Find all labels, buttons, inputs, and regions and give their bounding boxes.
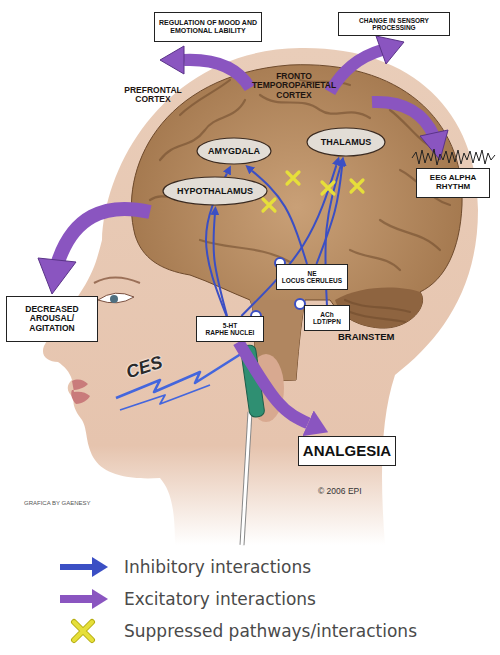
legend-row: Inhibitory interactions [58, 552, 311, 582]
electrode-wire [242, 412, 250, 545]
node-text: RAPHE NUCLEI [206, 329, 255, 336]
legend-text: Suppressed pathways/interactions [124, 621, 417, 641]
excitatory-arrowhead [38, 258, 76, 294]
node-text: LDT/PPN [313, 318, 341, 325]
excitatory-output-arrow [58, 209, 150, 262]
legend-row: Suppressed pathways/interactions [58, 616, 417, 646]
excitatory-output-arrow [330, 50, 382, 92]
eeg-wave [412, 149, 495, 165]
effect-box: REGULATION OF MOOD AND EMOTIONAL LABILIT… [154, 12, 262, 42]
arrow-sample [92, 589, 108, 609]
legend-sample [58, 586, 110, 612]
gyrus-line [350, 250, 400, 270]
effect-box: CHANGE IN SENSORY PROCESSING [338, 12, 450, 36]
eeg-box: EEG ALPHA RHYTHM [416, 168, 490, 198]
iris [110, 295, 118, 303]
suppression-sample [74, 622, 92, 640]
node-text: ANALGESIA [303, 443, 391, 460]
gyrus-line [180, 80, 230, 115]
node-text: HYPOTHALAMUS [177, 186, 253, 196]
node-text: NE [307, 270, 316, 277]
cerebellum-fold [345, 300, 410, 312]
node-text: CHANGE IN SENSORY PROCESSING [342, 17, 446, 32]
legend-row: Excitatory interactions [58, 584, 316, 614]
arrow-sample [60, 595, 94, 603]
legend-text: Excitatory interactions [124, 589, 316, 609]
brain-region-ellipse: THALAMUS [306, 127, 386, 157]
arrow-sample [92, 557, 108, 577]
brain-region-ellipse: HYPOTHALAMUS [162, 176, 268, 206]
stimulation-bolt [120, 385, 210, 410]
effect-box: ANALGESIA [298, 436, 396, 466]
node-text: REGULATION OF MOOD AND EMOTIONAL LABILIT… [158, 19, 258, 35]
node-text: EEG ALPHA RHYTHM [420, 174, 486, 192]
excitatory-arrowhead [160, 46, 184, 74]
region-label: BRAINSTEM [338, 332, 394, 342]
cerebellum-fold [350, 312, 405, 322]
node-text: DECREASED AROUSAL/ AGITATION [10, 305, 94, 334]
lips [71, 380, 90, 404]
node-text: 5-HT [223, 322, 237, 329]
excitatory-arrowhead [376, 36, 404, 64]
brain-region-ellipse: AMYGDALA [196, 137, 272, 165]
node-text: THALAMUS [321, 137, 372, 147]
legend-text: Inhibitory interactions [124, 557, 311, 577]
ellipse-outline [307, 128, 385, 156]
electrode-wire-outline [242, 412, 250, 545]
excitatory-arrow [238, 342, 308, 423]
legend-sample [58, 554, 110, 580]
suppression-mark [322, 182, 334, 194]
suppression-mark [351, 180, 363, 192]
eye [98, 293, 134, 303]
ellipse-outline [163, 177, 267, 205]
device-label: CES [124, 353, 165, 383]
stimulation-bolt [116, 352, 244, 398]
region-label: PREFRONTAL CORTEX [116, 86, 190, 105]
node-text: LOCUS CERULEUS [282, 277, 342, 284]
nucleus-box: NELOCUS CERULEUS [276, 264, 348, 290]
effect-box: DECREASED AROUSAL/ AGITATION [6, 296, 98, 342]
ellipse-outline [197, 138, 271, 164]
excitatory-output-arrow [184, 60, 250, 88]
head-silhouette [43, 48, 478, 545]
node-text: AMYGDALA [208, 146, 260, 156]
arrow-sample [60, 564, 94, 570]
legend-sample [58, 618, 110, 644]
suppression-sample [74, 622, 92, 640]
suppression-mark [287, 172, 299, 184]
copyright-note: © 2006 EPI [318, 487, 362, 496]
excitatory-output-arrow [372, 102, 434, 136]
region-label: FRONTO TEMPOROPARIETAL CORTEX [244, 72, 344, 100]
gyrus-line [380, 220, 440, 250]
node-text: ACh [320, 311, 333, 318]
nucleus-box: 5-HTRAPHE NUCLEI [196, 316, 264, 342]
nucleus-box: AChLDT/PPN [304, 305, 350, 331]
eyebrow [94, 278, 140, 284]
excitatory-arrowhead [420, 130, 448, 160]
suppression-mark [263, 199, 275, 211]
credit-note: GRAFICA BY GAENESY [24, 500, 91, 507]
brain [131, 65, 462, 382]
